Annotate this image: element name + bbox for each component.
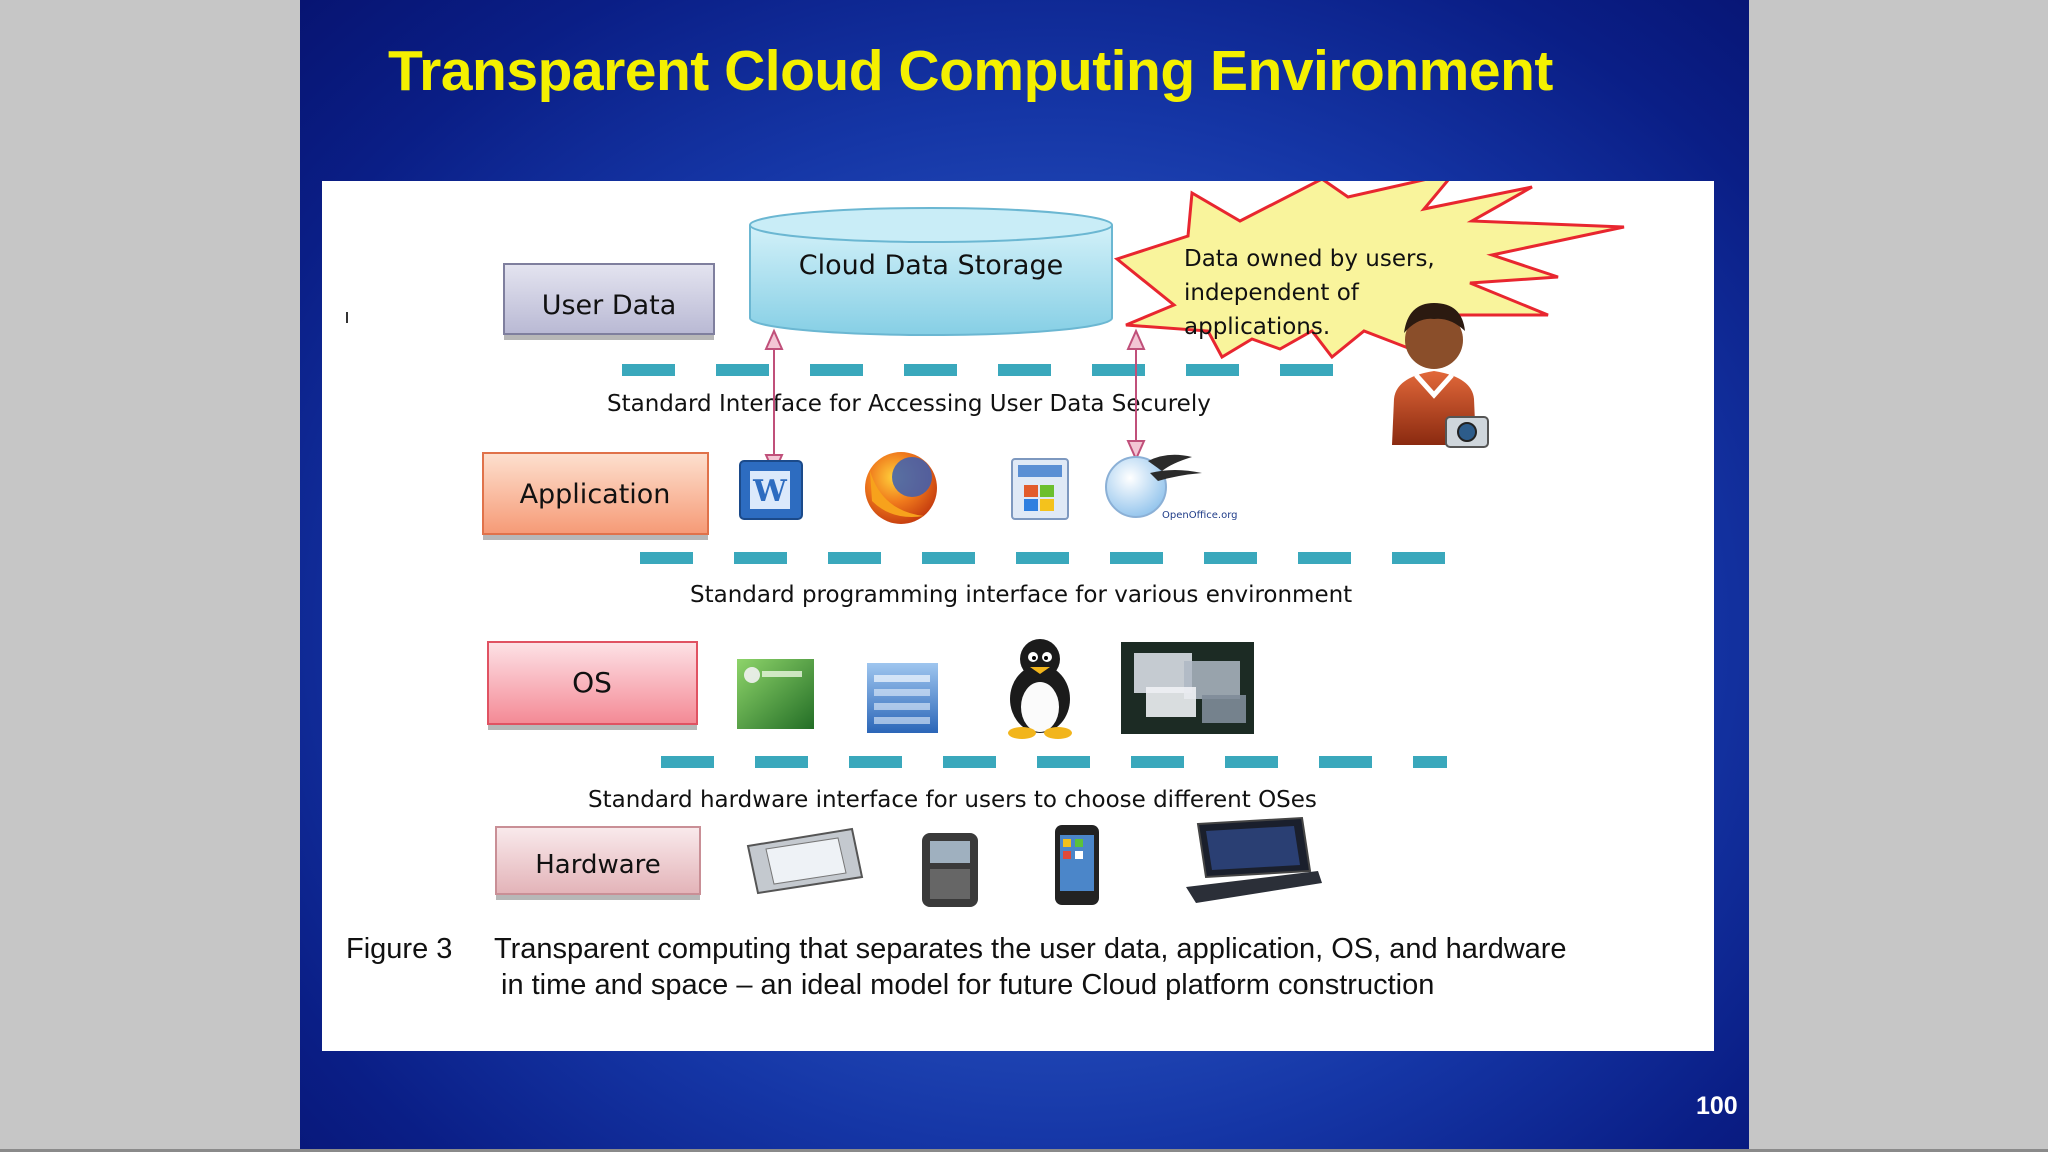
figure-panel: Cloud Data Storage Data owned by users, … xyxy=(322,181,1714,1051)
figure-label: Figure 3 xyxy=(346,933,452,965)
cloud-data-storage: Cloud Data Storage xyxy=(749,207,1113,336)
storage-to-openoffice-arrow xyxy=(1126,328,1146,462)
os-label: OS xyxy=(572,666,612,699)
application-label: Application xyxy=(520,479,671,510)
openoffice-text: OpenOffice.org xyxy=(1162,510,1237,521)
slide-title: Transparent Cloud Computing Environment xyxy=(388,39,1553,103)
programming-interface-label: Standard programming interface for vario… xyxy=(690,582,1352,608)
openoffice-icon: OpenOffice.org xyxy=(1105,454,1237,521)
svg-text:W: W xyxy=(752,474,788,509)
os-layer: OS xyxy=(487,641,698,730)
word-icon: W xyxy=(739,460,803,520)
windows-mobile-icon xyxy=(867,663,938,733)
desktop-os-icon xyxy=(1121,642,1254,734)
bottom-rule xyxy=(0,1149,2048,1152)
user-data-label: User Data xyxy=(542,290,677,321)
data-interface-label: Standard Interface for Accessing User Da… xyxy=(607,391,1211,417)
laptop-icon xyxy=(1186,816,1322,903)
linux-tux-icon xyxy=(1008,639,1072,739)
svg-text:Data owned by users, i: Data owned by users, independent of appl… xyxy=(1184,246,1442,340)
windows-vista-icon xyxy=(737,659,814,729)
callout-line-2: independent of xyxy=(1184,280,1360,306)
iphone-icon xyxy=(1055,825,1099,905)
cloud-storage-label: Cloud Data Storage xyxy=(799,250,1063,281)
user-person-icon xyxy=(1392,303,1489,448)
caption-line-1: Transparent computing that separates the… xyxy=(494,933,1567,965)
caption-line-2: in time and space – an ideal model for f… xyxy=(501,969,1434,1001)
hardware-label: Hardware xyxy=(535,850,661,880)
pda-device-icon xyxy=(746,827,864,895)
callout-line-1: Data owned by users, xyxy=(1184,246,1435,272)
windows-app-icon xyxy=(1011,458,1069,520)
callout-line-3: applications. xyxy=(1184,314,1330,340)
blackberry-phone-icon xyxy=(922,833,978,907)
user-data-layer: User Data xyxy=(503,263,715,340)
hardware-interface-label: Standard hardware interface for users to… xyxy=(588,787,1317,813)
transparent-computing-diagram: Cloud Data Storage Data owned by users, … xyxy=(346,181,1625,1001)
cursor-mark xyxy=(346,312,348,323)
ownership-callout: Data owned by users, independent of appl… xyxy=(1113,181,1625,360)
application-layer: Application xyxy=(482,452,709,540)
firefox-icon xyxy=(865,452,937,524)
page-number: 100 xyxy=(1696,1092,1738,1120)
hardware-layer: Hardware xyxy=(495,826,701,900)
